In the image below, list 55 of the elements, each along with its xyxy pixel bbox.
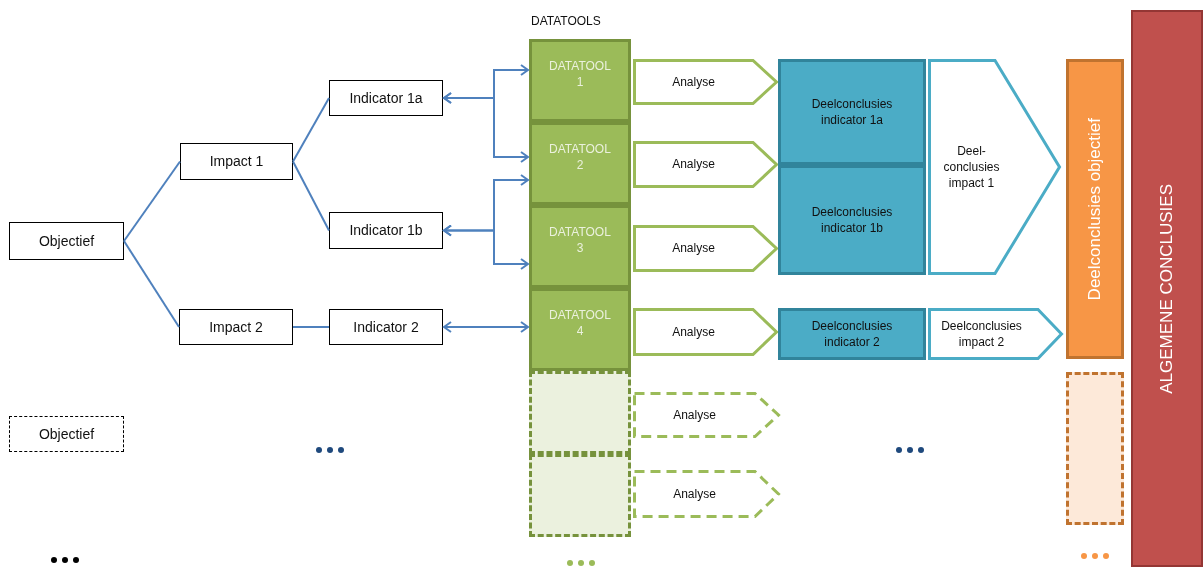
box-label: Impact 2 — [209, 317, 263, 337]
box-label: Deelconclusies indicator 2 — [810, 317, 894, 351]
box-label: Indicator 1b — [349, 221, 423, 240]
box-label: Analyse — [673, 485, 716, 503]
connector-arrow — [443, 224, 529, 270]
box-label: Analyse — [672, 240, 715, 257]
dashed-placeholder-box — [529, 454, 631, 537]
chevron-arrow-shape — [633, 308, 778, 356]
connector-arrow — [443, 92, 529, 163]
vertical-bar — [1066, 59, 1124, 359]
tool-label: DATATOOL 1 — [548, 58, 612, 91]
box-label: Deelconclusies indicator 1a — [810, 95, 894, 129]
chevron-arrow-shape — [633, 225, 778, 272]
vertical-label: ALGEMENE CONCLUSIES — [1155, 183, 1177, 394]
box-label: Objectief — [38, 231, 95, 251]
chevron-arrow-shape — [928, 59, 1061, 275]
dashed-chevron-shape — [633, 470, 780, 518]
box-label: Indicator 1a — [349, 88, 423, 108]
chevron-arrow-shape — [633, 141, 778, 188]
text-box — [180, 143, 293, 180]
conclusion-box — [778, 165, 926, 275]
box-label: Deelconclusies indicator 1b — [810, 203, 894, 237]
chevron-arrow-shape — [928, 308, 1063, 360]
box-label: Analyse — [672, 73, 715, 91]
tool-label: DATATOOL 4 — [548, 307, 612, 340]
box-label: Analyse — [672, 323, 715, 341]
datatool-box — [529, 288, 631, 371]
datatool-box — [529, 122, 631, 205]
column-heading: DATATOOLS — [531, 14, 601, 28]
vertical-label: Deelconclusies objectief — [1083, 117, 1105, 301]
dashed-text-box — [9, 416, 124, 452]
tool-label: DATATOOL 3 — [548, 224, 612, 257]
conclusion-box — [778, 308, 926, 360]
text-box — [329, 309, 443, 345]
tool-label: DATATOOL 2 — [548, 141, 612, 174]
text-box — [329, 212, 443, 249]
connector-arrow — [443, 321, 529, 333]
dashed-chevron-shape — [633, 392, 780, 438]
box-label: Deelconclusies impact 2 — [940, 317, 1023, 351]
text-box — [9, 222, 124, 260]
dashed-placeholder-box — [529, 371, 631, 454]
box-label: Objectief — [38, 424, 95, 444]
vertical-bar — [1131, 10, 1203, 567]
text-box — [329, 80, 443, 116]
chevron-arrow-shape — [633, 59, 778, 105]
box-label: Impact 1 — [209, 152, 264, 171]
conclusion-box — [778, 59, 926, 165]
box-label: Analyse — [673, 406, 716, 424]
box-label: Deel- conclusies impact 1 — [942, 142, 1001, 192]
box-label: Analyse — [672, 156, 715, 173]
datatool-box — [529, 39, 631, 122]
box-label: Indicator 2 — [353, 317, 419, 337]
datatool-box — [529, 205, 631, 288]
text-box — [179, 309, 293, 345]
dashed-placeholder-bar — [1066, 372, 1124, 525]
